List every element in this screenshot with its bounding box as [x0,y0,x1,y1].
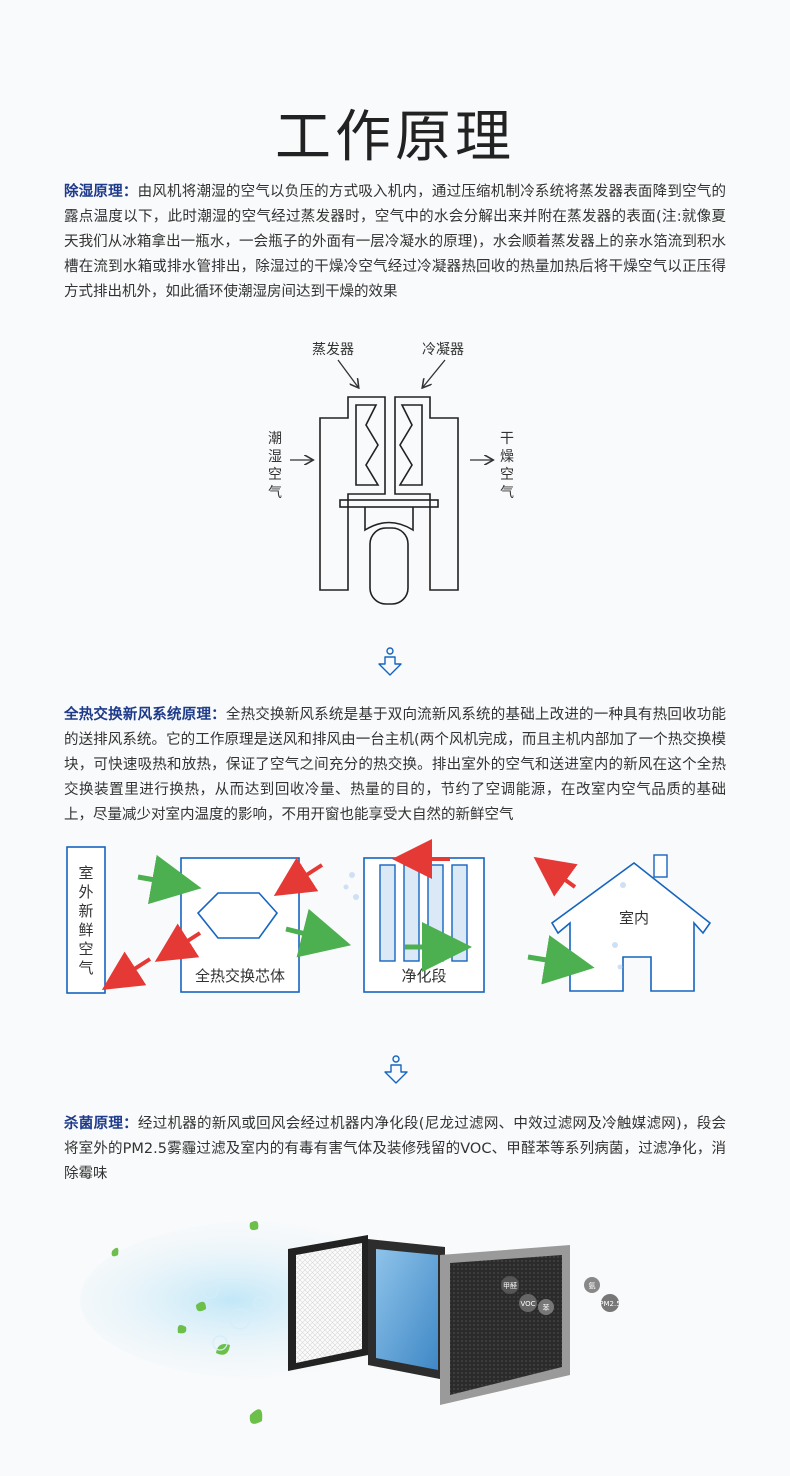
catalyst-filter [440,1245,570,1405]
svg-text:干: 干 [500,431,514,447]
sterilize-paragraph: 杀菌原理：经过机器的新风或回风会经过机器内净化段(尼龙过滤网、中效过滤网及冷触媒… [64,1112,726,1187]
svg-text:室: 室 [78,864,93,882]
condenser-arrow [423,359,446,387]
evaporator-arrow [337,359,358,387]
svg-text:气: 气 [268,485,282,501]
unit-body [319,396,459,605]
pollutant-label: 氨 [589,1281,596,1290]
heat-exchange-paragraph: 全热交换新风系统原理：全热交换新风系统是基于双向流新风系统的基础上改进的一种具有… [64,703,726,828]
nylon-filter [288,1235,368,1371]
svg-text:湿: 湿 [268,449,282,465]
evaporator-label: 蒸发器 [312,342,354,358]
exhaust-air-arrow [154,923,202,962]
svg-text:空: 空 [268,467,282,483]
svg-text:空: 空 [500,467,514,483]
medium-efficiency-filter [368,1239,445,1380]
filter-layers-illustration: 甲醛 VOC 苯 氨 PM2.5 [80,1220,621,1424]
chimney-icon [653,854,668,878]
heat-exchange-text: 全热交换新风系统是基于双向流新风系统的基础上改进的一种具有热回收功能的送排风系统… [64,707,726,823]
air-bubbles [343,872,626,970]
heat-exchange-lead: 全热交换新风系统原理： [64,707,226,723]
dry-air-label: 干 燥 空 气 [500,431,514,501]
indoor-label: 室内 [619,909,649,927]
down-arrow-icon [384,1055,408,1084]
sterilize-lead: 杀菌原理： [64,1116,138,1132]
purify-label: 净化段 [401,967,446,985]
svg-text:气: 气 [500,485,514,501]
pollutant-label: 甲醛 [503,1281,517,1290]
svg-text:燥: 燥 [500,449,514,465]
svg-text:气: 气 [78,959,93,977]
condenser-label: 冷凝器 [422,342,464,358]
exhaust-air-arrow [101,951,152,990]
svg-text:外: 外 [78,883,93,901]
core-label: 全热交换芯体 [195,967,285,985]
outdoor-air-label: 室 外 新 鲜 空 气 [78,864,93,977]
dehumidify-text: 由风机将潮湿的空气以负压的方式吸入机内，通过压缩机制冷系统将蒸发器表面降到空气的… [64,184,727,300]
sterilize-text: 经过机器的新风或回风会经过机器内净化段(尼龙过滤网、中效过滤网及冷触媒滤网)，段… [64,1116,727,1182]
exhaust-air-arrow [533,856,578,897]
dehumidify-paragraph: 除湿原理：由风机将潮湿的空气以负压的方式吸入机内，通过压缩机制冷系统将蒸发器表面… [64,180,726,305]
pollutant-icons: 甲醛 VOC 苯 氨 PM2.5 [501,1276,621,1315]
house-icon [550,861,712,992]
dehumidify-lead: 除湿原理： [64,184,138,200]
dehumidifier-diagram: 蒸发器 冷凝器 潮 湿 空 气 干 燥 空 气 [268,342,514,605]
pollutant-label: 苯 [543,1303,550,1312]
fresh-air-arrow [527,935,595,985]
fresh-air-arrow [137,854,202,905]
fresh-air-arrow [285,908,352,958]
svg-text:鲜: 鲜 [78,921,93,939]
pollutant-label: VOC [520,1300,535,1308]
exhaust-air-arrow [273,857,324,896]
down-arrow-icon [378,647,402,676]
water-drops [201,1281,267,1351]
hexagon-core-icon [196,892,279,939]
svg-text:空: 空 [78,940,93,958]
humid-air-label: 潮 湿 空 气 [268,431,282,501]
svg-text:新: 新 [78,902,93,920]
outdoor-air-box [66,846,106,994]
page-title: 工作原理 [275,105,515,170]
heat-exchange-diagram: 室 外 新 鲜 空 气 全热交换芯体 净化段 室内 [66,839,712,994]
pollutant-label: PM2.5 [599,1300,620,1308]
svg-text:潮: 潮 [268,431,282,447]
